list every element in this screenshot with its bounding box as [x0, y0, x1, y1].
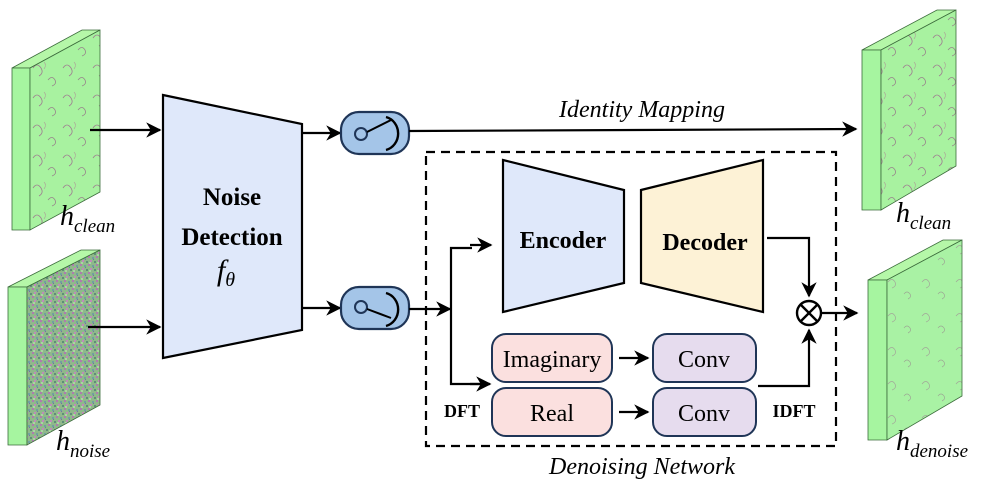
- input-clean-feature-map: [11, 29, 101, 231]
- output-denoise-feature-map: [867, 239, 963, 441]
- denoising-network-label: Denoising Network: [548, 454, 735, 480]
- real-label: Real: [530, 401, 574, 427]
- branch-line: [449, 246, 489, 386]
- conv-real-label: Conv: [678, 401, 730, 427]
- conv-real-block: [652, 387, 757, 437]
- input-noise-feature-map: [7, 249, 101, 446]
- encoder-label: Encoder: [520, 228, 607, 254]
- input-noise-label: hnoise: [56, 426, 110, 462]
- output-clean-feature-map: [861, 9, 957, 211]
- input-clean-label: hclean: [60, 201, 115, 237]
- conv-imaginary-label: Conv: [678, 347, 730, 373]
- arrow-conv-to-multiply: [758, 328, 817, 388]
- noise-detection-title-line2: Detection: [181, 224, 282, 251]
- noise-detection-title-line1: Noise: [203, 184, 261, 211]
- decoder-block: [639, 158, 765, 314]
- switch-denoise: [339, 285, 411, 331]
- identity-mapping-label: Identity Mapping: [558, 97, 725, 123]
- arrow-decoder-to-multiply: [767, 236, 817, 298]
- noise-detection-block: [161, 93, 304, 360]
- idft-label: IDFT: [772, 401, 815, 421]
- output-denoise-label: hdenoise: [896, 426, 968, 462]
- real-block: [491, 387, 613, 437]
- multiply-node: [795, 299, 823, 327]
- encoder-block: [501, 158, 626, 314]
- decoder-label: Decoder: [662, 230, 748, 256]
- conv-imaginary-block: [652, 333, 757, 383]
- denoising-network-box: [424, 150, 838, 448]
- arrow-identity-mapping: [408, 121, 858, 137]
- imaginary-block: [491, 333, 613, 383]
- switch-identity: [339, 110, 411, 156]
- imaginary-label: Imaginary: [503, 347, 602, 373]
- output-clean-label: hclean: [896, 198, 951, 234]
- dft-label: DFT: [444, 401, 480, 421]
